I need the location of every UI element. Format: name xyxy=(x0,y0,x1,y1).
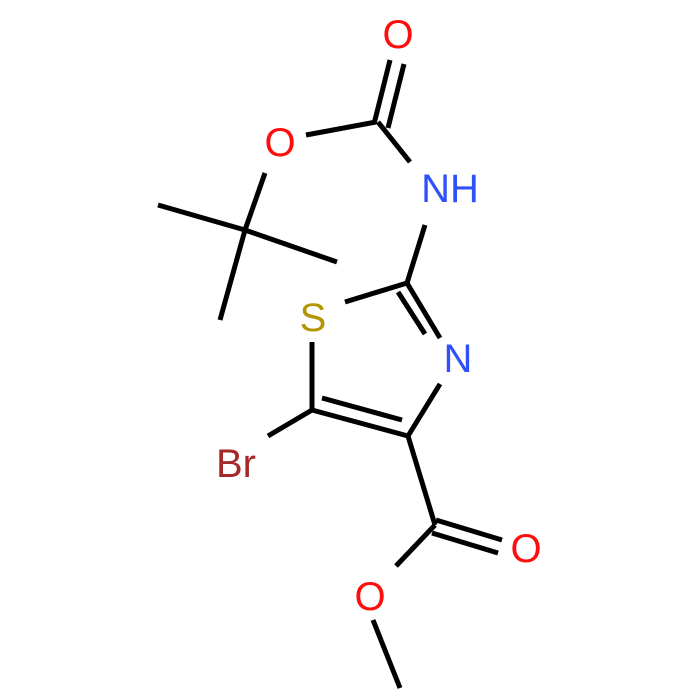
bond-tbu-methyl-right xyxy=(244,227,338,265)
atom-o-carbonyl-top: O xyxy=(382,13,413,57)
bond-o-methyl xyxy=(370,619,403,689)
bond-ester-c-o xyxy=(394,523,437,568)
bond-ester-co-1 xyxy=(435,517,503,543)
bond-n3-c2 xyxy=(404,281,443,340)
bond-n3-c2-inner xyxy=(395,290,428,336)
bond-nh-c2 xyxy=(404,224,428,284)
atom-o-ether-top: O xyxy=(264,121,295,165)
bond-tbu-methyl-down xyxy=(217,229,248,321)
bond-ester-co-2 xyxy=(431,530,499,556)
atom-label-layer: O O NH S N Br O O xyxy=(216,13,542,619)
bond-c5-c4-inner xyxy=(321,395,403,423)
bond-carbonyl-top-2 xyxy=(385,63,407,129)
bond-tbu-methyl-left xyxy=(157,202,246,233)
bond-c4-n3 xyxy=(405,382,443,438)
atom-s-ring: S xyxy=(300,296,327,340)
bond-o-tbu xyxy=(242,172,268,231)
bond-carbonyl-top-1 xyxy=(371,59,393,125)
atom-br: Br xyxy=(216,442,256,486)
bond-c5-br xyxy=(266,407,314,439)
bond-carbamate-c-o xyxy=(305,119,377,138)
bond-layer xyxy=(157,59,503,689)
atom-o-carbonyl-bottom: O xyxy=(510,527,541,571)
bond-c4-ester xyxy=(405,435,438,526)
bond-c5-c4 xyxy=(311,407,409,439)
atom-nh: NH xyxy=(421,167,479,211)
atom-o-ether-bottom: O xyxy=(354,575,385,619)
bond-c2-s xyxy=(344,280,408,305)
bond-carbamate-c-n xyxy=(376,120,412,164)
atom-n-ring: N xyxy=(444,337,473,381)
